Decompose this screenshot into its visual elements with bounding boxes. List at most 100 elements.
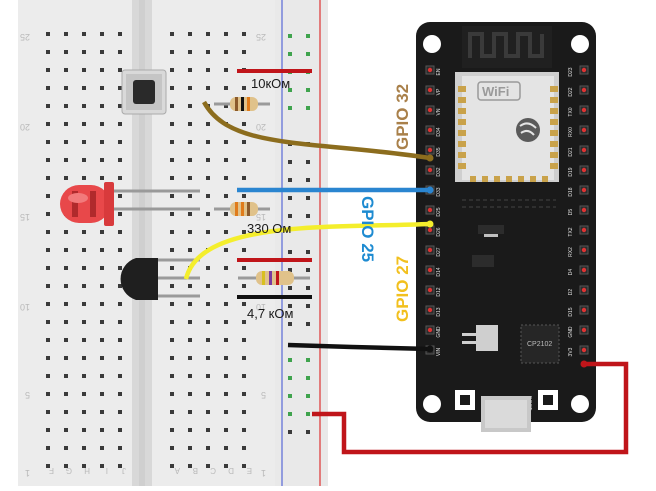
breadboard-hole (64, 320, 68, 324)
breadboard-hole (100, 230, 104, 234)
rail-hole (288, 214, 292, 218)
header-pin-dot (581, 167, 587, 173)
breadboard-hole (100, 302, 104, 306)
resistor-330 (214, 202, 270, 216)
breadboard-hole (170, 356, 174, 360)
pin-label: RX0 (568, 127, 574, 137)
breadboard-hole (188, 212, 192, 216)
breadboard-hole (82, 320, 86, 324)
col-letter-h: H (84, 466, 90, 475)
module-pad (550, 163, 558, 169)
breadboard-hole (118, 86, 122, 90)
row-label-10-right: 10 (256, 302, 266, 312)
resistor-10k-label: 10кОм (251, 76, 290, 91)
header-pin-dot (427, 267, 433, 273)
breadboard-hole (82, 446, 86, 450)
pin-label: TX2 (568, 227, 574, 236)
breadboard-hole (46, 248, 50, 252)
breadboard-hole (64, 122, 68, 126)
breadboard-hole (118, 302, 122, 306)
rail-hole (288, 34, 292, 38)
breadboard-hole (224, 338, 228, 342)
pin-label: RX2 (568, 247, 574, 257)
breadboard-hole (242, 374, 246, 378)
breadboard-hole (118, 104, 122, 108)
breadboard-hole (100, 32, 104, 36)
breadboard-hole (170, 230, 174, 234)
breadboard-hole (206, 158, 210, 162)
breadboard-hole (224, 320, 228, 324)
rail-hole (306, 376, 310, 380)
header-pin-dot (581, 247, 587, 253)
breadboard-hole (242, 140, 246, 144)
breadboard-hole (118, 194, 122, 198)
rail-hole (288, 430, 292, 434)
breadboard-hole (100, 446, 104, 450)
breadboard-hole (46, 230, 50, 234)
header-pin-dot (581, 67, 587, 73)
pin-label: D13 (436, 307, 442, 316)
header-pin-dot (581, 127, 587, 133)
header-pin-dot (427, 107, 433, 113)
pin-label: D23 (568, 67, 574, 76)
breadboard-hole (46, 140, 50, 144)
breadboard-hole (100, 68, 104, 72)
pin-label: D15 (568, 307, 574, 316)
breadboard-hole (46, 284, 50, 288)
breadboard-hole (242, 248, 246, 252)
module-pad (470, 176, 476, 182)
rail-hole (288, 322, 292, 326)
col-letter-d: D (228, 466, 234, 475)
breadboard-hole (224, 50, 228, 54)
breadboard-hole (118, 212, 122, 216)
breadboard-hole (170, 194, 174, 198)
mounting-hole-icon (571, 35, 589, 53)
breadboard-hole (82, 266, 86, 270)
module-pad (458, 163, 466, 169)
header-pin-dot (427, 207, 433, 213)
breadboard-hole (46, 86, 50, 90)
breadboard-hole (224, 302, 228, 306)
rail-hole (288, 178, 292, 182)
breadboard-hole (82, 428, 86, 432)
breadboard-hole (206, 284, 210, 288)
breadboard-hole (64, 230, 68, 234)
header-pin-dot (427, 87, 433, 93)
rail-hole (306, 250, 310, 254)
breadboard-hole (118, 32, 122, 36)
breadboard-hole (242, 356, 246, 360)
module-pad (482, 176, 488, 182)
breadboard-hole (46, 446, 50, 450)
col-letter-a: A (174, 466, 180, 475)
pin-label: D12 (436, 287, 442, 296)
breadboard-hole (100, 428, 104, 432)
rail-hole (288, 394, 292, 398)
module-pad (550, 152, 558, 158)
breadboard-hole (118, 68, 122, 72)
chip-label: CP2102 (527, 341, 552, 348)
breadboard-hole (170, 248, 174, 252)
module-pad (458, 130, 466, 136)
module-pad (458, 86, 466, 92)
breadboard-hole (82, 392, 86, 396)
pin-label: TX0 (568, 107, 574, 116)
breadboard-hole (82, 68, 86, 72)
breadboard-hole (82, 356, 86, 360)
breadboard-hole (206, 446, 210, 450)
row-label-5-right: 5 (261, 390, 266, 400)
breadboard-hole (46, 302, 50, 306)
breadboard-hole (206, 302, 210, 306)
breadboard-hole (64, 284, 68, 288)
rail-hole (288, 106, 292, 110)
breadboard-hole (206, 356, 210, 360)
breadboard-hole (206, 320, 210, 324)
col-letter-b: B (193, 466, 198, 475)
esp32-board: WiFi CP2102 EN BOOT END23VPD22VNTX0D34RX… (416, 22, 596, 432)
row-label-20-right: 20 (256, 122, 266, 132)
breadboard-hole (100, 266, 104, 270)
breadboard-hole (46, 32, 50, 36)
breadboard-hole (188, 32, 192, 36)
breadboard-hole (82, 302, 86, 306)
breadboard-hole (64, 302, 68, 306)
breadboard-hole (82, 122, 86, 126)
